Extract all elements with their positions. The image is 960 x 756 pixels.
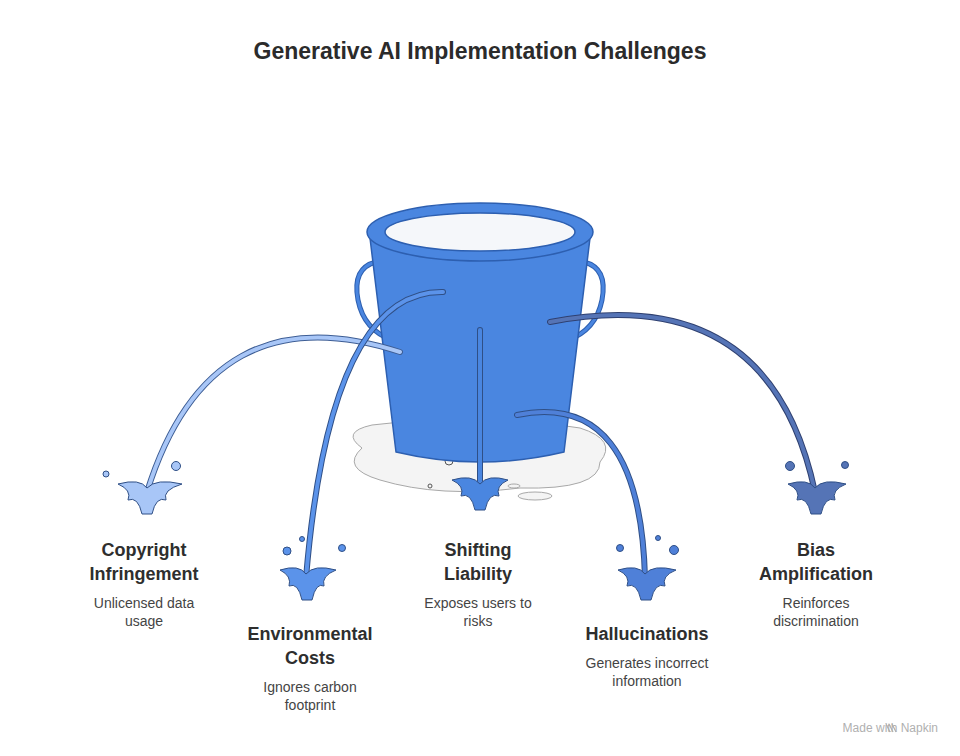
splash-drop xyxy=(617,545,624,552)
leak-stream xyxy=(517,412,645,578)
watermark: Made with Napkin xyxy=(843,721,938,735)
splashes xyxy=(103,462,849,601)
challenge-heading: Hallucinations xyxy=(562,622,732,646)
challenge-description: Reinforces discrimination xyxy=(761,594,871,630)
puddle-drop xyxy=(508,484,520,488)
challenge-description: Exposes users to risks xyxy=(416,594,541,630)
leak-streams xyxy=(147,292,815,578)
splash xyxy=(452,478,508,510)
leak-stream xyxy=(550,315,815,492)
challenge-heading: Bias Amplification xyxy=(751,538,881,586)
splash-drop xyxy=(103,471,109,477)
splash-drop xyxy=(283,547,291,555)
splash-drop xyxy=(172,462,181,471)
leak-stream xyxy=(477,330,483,488)
challenge-heading: Environmental Costs xyxy=(240,622,380,670)
splash xyxy=(788,482,846,514)
splash xyxy=(280,568,336,600)
puddle-drop xyxy=(518,492,552,500)
splash-drop xyxy=(339,545,346,552)
challenge-item: HallucinationsGenerates incorrect inform… xyxy=(552,622,742,690)
challenge-heading: Shifting Liability xyxy=(428,538,528,586)
splash-drop xyxy=(842,462,849,469)
leak-stream xyxy=(147,337,400,492)
challenge-description: Ignores carbon footprint xyxy=(255,678,365,714)
splash-drop xyxy=(670,546,679,555)
leak-stream xyxy=(478,330,482,488)
challenge-heading: Copyright Infringement xyxy=(79,538,209,586)
challenge-item: Shifting LiabilityExposes users to risks xyxy=(388,538,568,630)
leak-stream xyxy=(517,412,645,578)
bucket-opening xyxy=(385,213,575,251)
splash-drop xyxy=(786,462,795,471)
diagram-title: Generative AI Implementation Challenges xyxy=(0,38,960,65)
challenge-item: Copyright InfringementUnlicensed data us… xyxy=(54,538,234,630)
splash xyxy=(618,568,676,600)
leak-stream xyxy=(306,292,443,578)
challenge-description: Generates incorrect information xyxy=(577,654,717,690)
splash xyxy=(118,482,182,514)
bucket-rim xyxy=(367,203,593,261)
leak-stream xyxy=(306,292,443,578)
challenge-item: Environmental CostsIgnores carbon footpr… xyxy=(220,622,400,714)
leak-stream xyxy=(550,315,815,492)
puddle-drop xyxy=(428,484,432,488)
splash-drop xyxy=(656,536,661,541)
splash-drop xyxy=(300,537,305,542)
challenge-description: Unlicensed data usage xyxy=(88,594,200,630)
challenge-item: Bias AmplificationReinforces discriminat… xyxy=(726,538,906,630)
leak-stream xyxy=(147,337,400,492)
